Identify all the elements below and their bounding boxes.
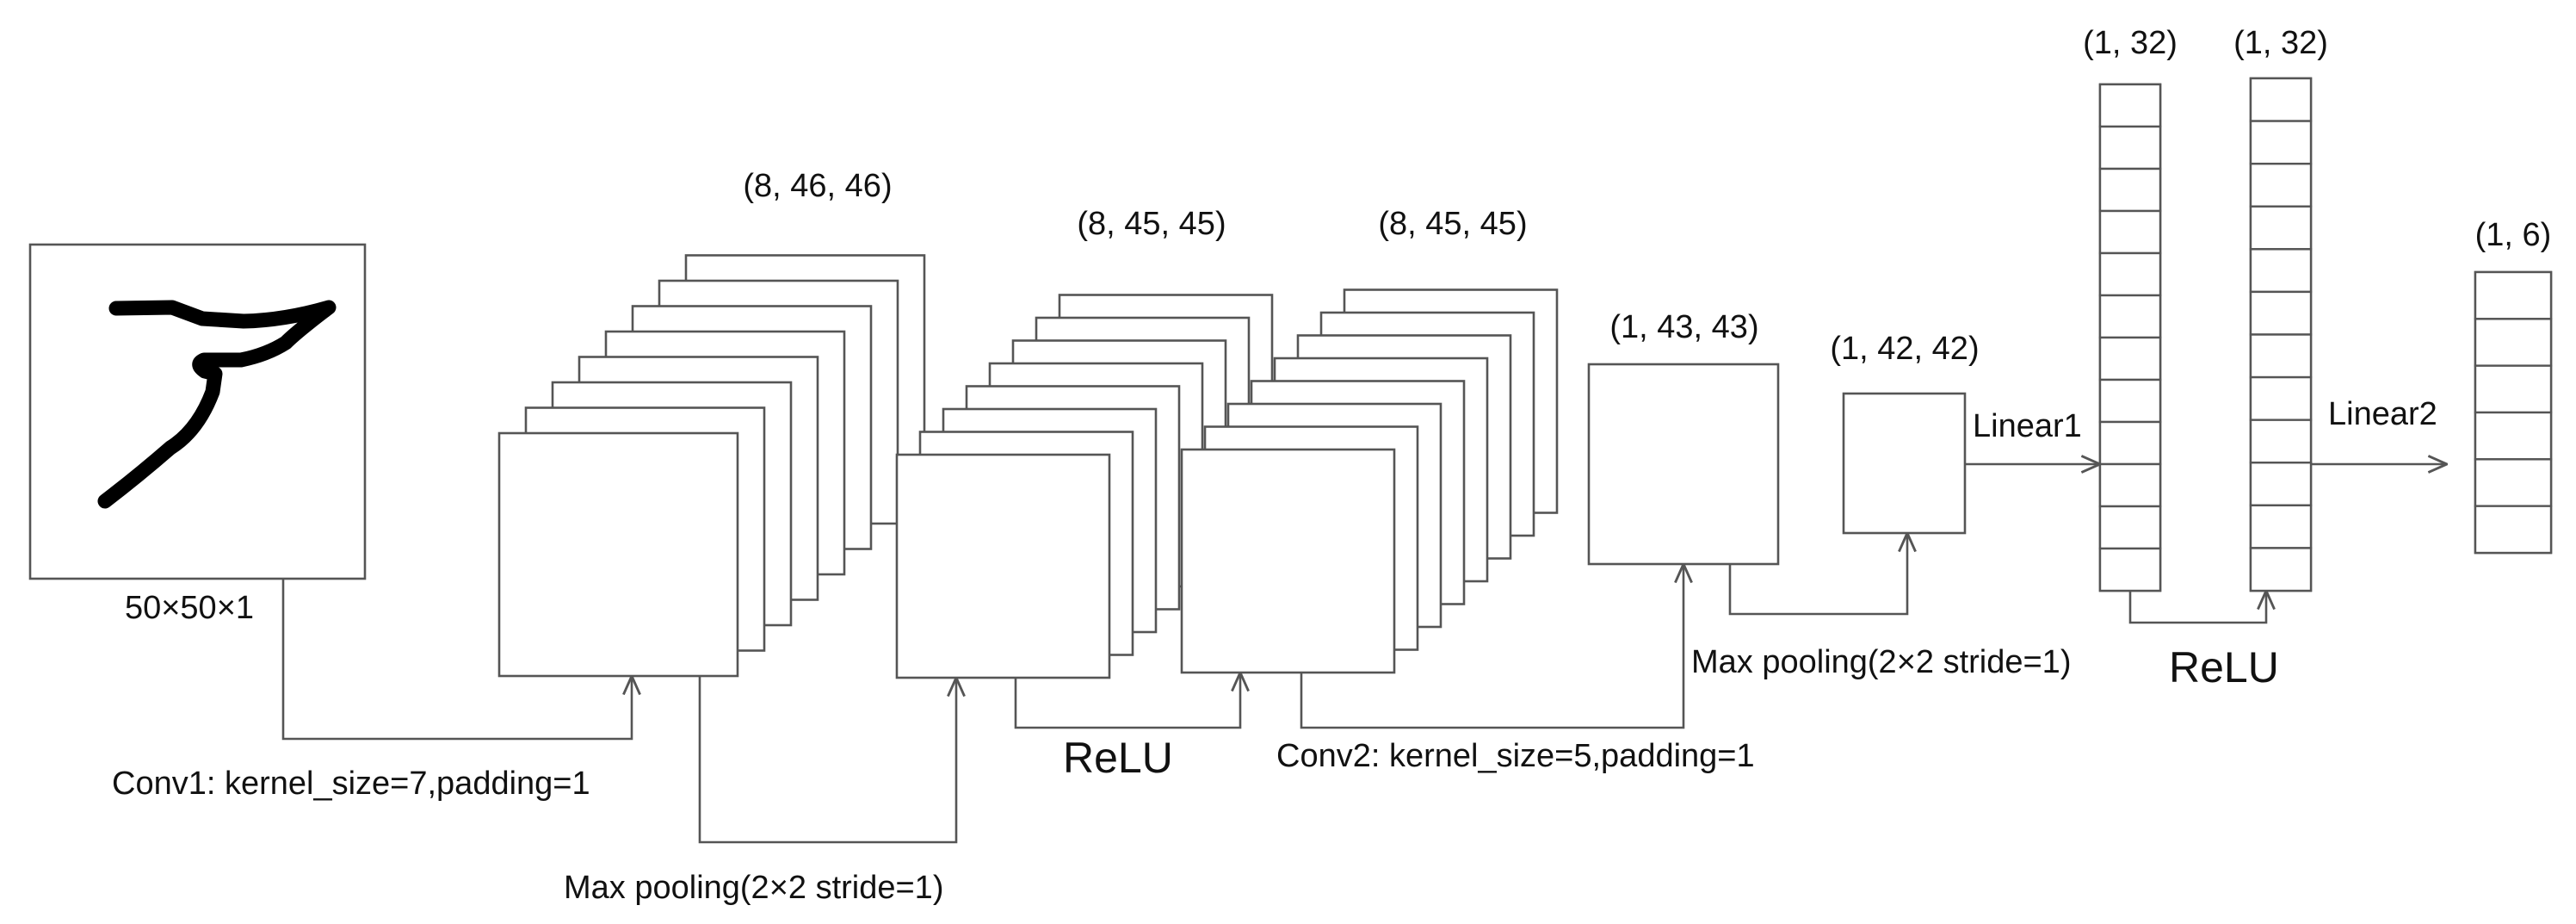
conv2-connector	[1300, 564, 1683, 729]
pool2-feature-map	[1842, 392, 1967, 535]
vector-cell	[2098, 167, 2162, 213]
feature-map	[497, 431, 739, 678]
relu1-connector	[1014, 673, 1240, 729]
vector-cell	[2098, 251, 2162, 297]
vector-cell	[2249, 290, 2313, 336]
conv1-output-shape: (8, 46, 46)	[743, 168, 892, 204]
vector-cell	[2249, 375, 2313, 421]
pool2-connector	[1728, 533, 1907, 616]
relu2-connector	[2128, 591, 2266, 624]
vector-cell	[2249, 462, 2313, 507]
feature-map	[895, 453, 1111, 679]
vector-cell	[2098, 83, 2162, 128]
conv1-label: Conv1: kernel_size=7,padding=1	[112, 766, 590, 802]
vector-cell	[2098, 462, 2162, 508]
linear1-label: Linear1	[1973, 408, 2082, 444]
conv2-label: Conv2: kernel_size=5,padding=1	[1276, 738, 1755, 774]
vector-cell	[2474, 458, 2553, 507]
handwritten-character	[97, 300, 337, 509]
vector-cell	[2249, 205, 2313, 251]
vector-cell	[2474, 505, 2553, 555]
vector-cell	[2249, 504, 2313, 549]
pool1-output-shape: (8, 45, 45)	[1077, 206, 1226, 242]
linear1-output-vector	[2098, 83, 2162, 592]
input-size-label: 50×50×1	[125, 590, 254, 626]
vector-cell	[2098, 547, 2162, 592]
pool1-feature-map-stack	[895, 294, 1274, 679]
linear2-output-shape: (1, 6)	[2475, 217, 2552, 253]
vector-cell	[2098, 209, 2162, 255]
conv2-output-shape: (1, 43, 43)	[1609, 309, 1758, 345]
vector-cell	[2098, 294, 2162, 339]
vector-cell	[2249, 419, 2313, 464]
pool1-label: Max pooling(2×2 stride=1)	[564, 870, 943, 906]
vector-cell	[2098, 336, 2162, 381]
vector-cell	[2249, 547, 2313, 592]
vector-cell	[2474, 364, 2553, 414]
conv2-feature-map	[1587, 363, 1780, 566]
pool1-connector	[698, 676, 956, 844]
vector-cell	[2474, 318, 2553, 367]
linear2-output-vector	[2474, 270, 2553, 555]
vector-cell	[2249, 162, 2313, 208]
relu1-label: ReLU	[1063, 734, 1173, 782]
input-image	[28, 243, 367, 580]
vector-cell	[2249, 333, 2313, 379]
pool2-label: Max pooling(2×2 stride=1)	[1691, 644, 2071, 680]
conv1-connector	[281, 579, 632, 741]
relu2-label: ReLU	[2169, 643, 2279, 691]
relu2-output-shape: (1, 32)	[2233, 25, 2328, 61]
vector-cell	[2249, 120, 2313, 165]
vector-cell	[2098, 125, 2162, 171]
linear1-output-shape: (1, 32)	[2083, 25, 2178, 61]
vector-cell	[2474, 270, 2553, 320]
vector-cell	[2474, 411, 2553, 461]
vector-cell	[2249, 248, 2313, 294]
vector-cell	[2098, 378, 2162, 424]
vector-cell	[2098, 420, 2162, 466]
vector-cell	[2249, 77, 2313, 122]
relu2-output-vector	[2249, 77, 2313, 592]
vector-cell	[2098, 505, 2162, 550]
feature-map	[1180, 448, 1396, 674]
conv1-feature-map-stack	[497, 254, 926, 678]
pool2-output-shape: (1, 42, 42)	[1830, 331, 1979, 367]
relu1-feature-map-stack	[1180, 288, 1559, 674]
relu1-output-shape: (8, 45, 45)	[1378, 206, 1527, 242]
linear2-label: Linear2	[2328, 396, 2437, 432]
